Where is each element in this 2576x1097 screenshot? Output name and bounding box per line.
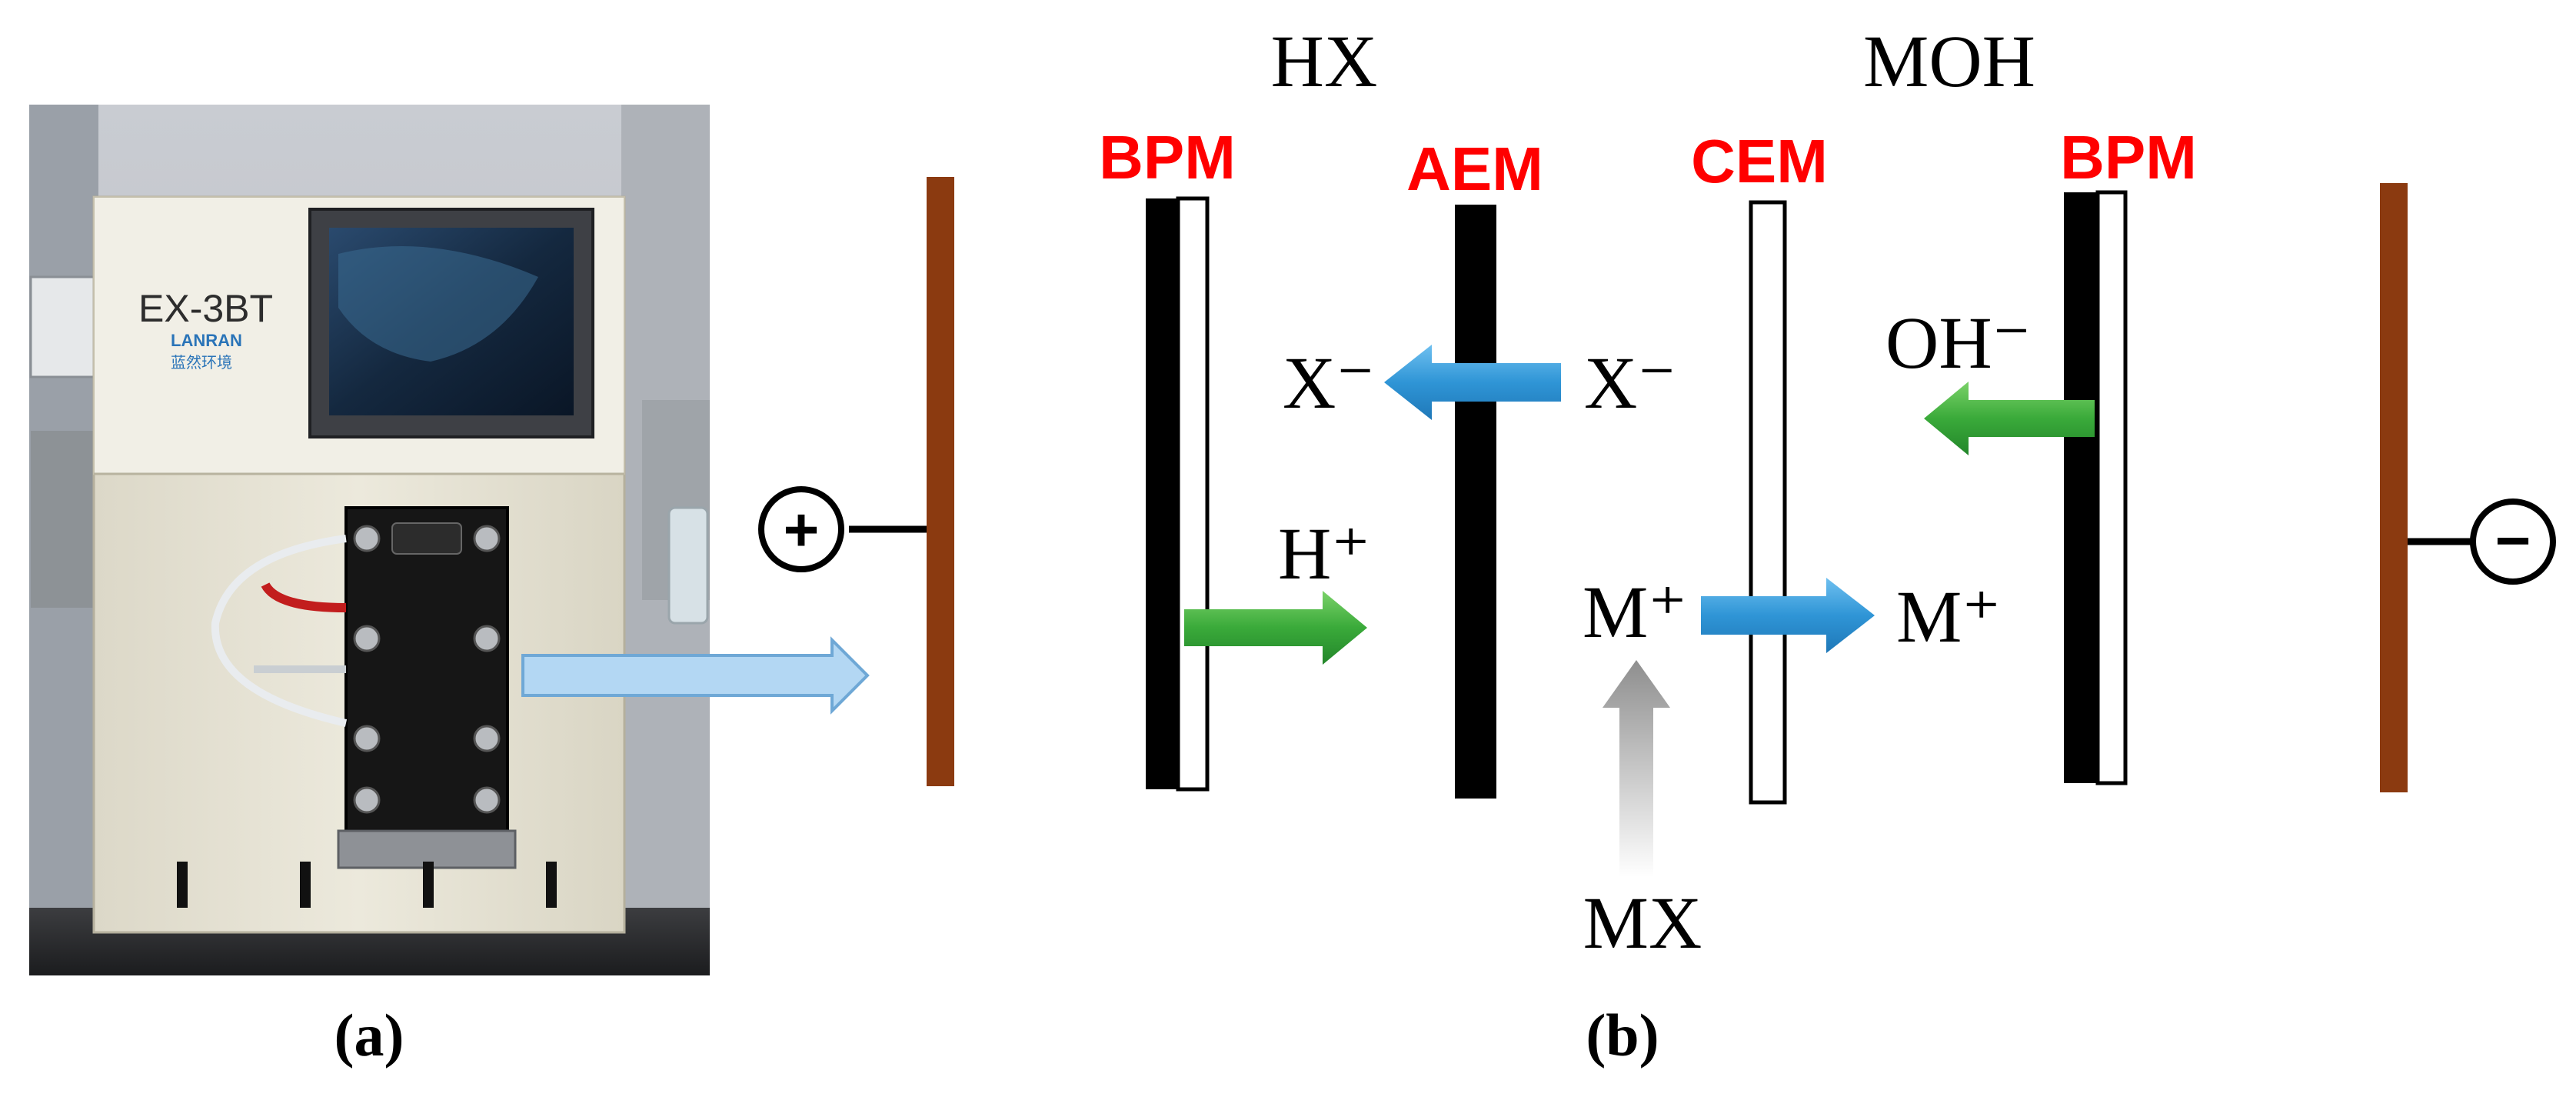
- cation-transport-arrow: [1701, 578, 1875, 653]
- cathode-sign: −: [2495, 506, 2531, 575]
- proton-transport-arrow: [1184, 591, 1367, 665]
- cem-membrane: [1749, 200, 1787, 805]
- membrane-label-bpm-right: BPM: [2060, 123, 2197, 192]
- device-brand-sub-label: 蓝然环境: [171, 354, 232, 372]
- acid-compartment-label: HX: [1271, 20, 1378, 102]
- ion-label-x-feed: X⁻: [1584, 342, 1676, 424]
- outlet-valves: [177, 862, 557, 908]
- anode-terminal: [758, 486, 844, 572]
- tube-red: [261, 582, 347, 612]
- ion-label-h: H⁺: [1278, 512, 1370, 595]
- anode-sign: +: [784, 495, 820, 564]
- photo-callout-arrow: [521, 636, 870, 715]
- photo-beaker: [667, 506, 709, 625]
- caption-b: (b): [1586, 1002, 1659, 1069]
- membrane-label-aem: AEM: [1406, 135, 1543, 203]
- cathode-electrode: [2380, 183, 2408, 792]
- ion-label-oh: OH⁻: [1885, 302, 2031, 384]
- membrane-label-cem: CEM: [1691, 127, 1828, 195]
- feed-compartment-label: MX: [1583, 882, 1702, 964]
- caption-a: (a): [334, 1002, 404, 1069]
- ed-stack: [344, 506, 509, 832]
- device-photo: EX-3BT LANRAN 蓝然环境: [29, 105, 870, 975]
- cathode-terminal: [2470, 498, 2556, 585]
- device-model-label: EX-3BT: [138, 287, 273, 330]
- bpm-right-membrane: [2064, 190, 2128, 785]
- base-compartment-label: MOH: [1863, 20, 2035, 102]
- bpm-left-membrane: [1146, 196, 1210, 792]
- touchscreen-glare: [338, 246, 538, 362]
- ion-label-m-base: M⁺: [1896, 575, 2001, 658]
- anode-electrode: [927, 177, 954, 786]
- anion-transport-arrow: [1384, 345, 1561, 420]
- membrane-label-bpm-left: BPM: [1099, 123, 1236, 192]
- ed-stack-port-block: [391, 522, 462, 555]
- hydroxide-transport-arrow: [1924, 382, 2095, 455]
- ion-label-m-feed: M⁺: [1583, 571, 1687, 653]
- feed-inlet-arrow: [1603, 660, 1670, 877]
- device-brand-label: LANRAN: [171, 331, 242, 350]
- aem-membrane: [1455, 205, 1496, 799]
- ion-label-x-acid: X⁻: [1283, 342, 1375, 424]
- tube-loop: [211, 535, 348, 727]
- ed-stack-bolts: [353, 525, 501, 814]
